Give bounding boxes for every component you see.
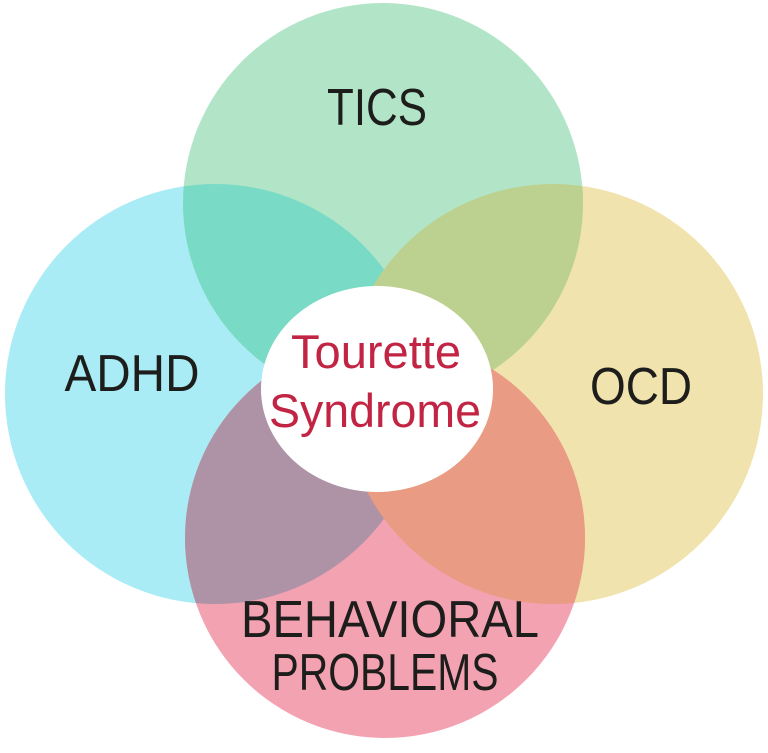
behavioral-problems-label-line2: PROBLEMS: [272, 644, 499, 702]
tics-label: TICS: [327, 79, 427, 137]
adhd-label: ADHD: [65, 345, 200, 403]
center-circle: [261, 286, 493, 492]
center-title-line2: Syndrome: [269, 384, 481, 437]
behavioral-problems-label-line1: BEHAVIORAL: [241, 591, 539, 649]
ocd-label: OCD: [590, 358, 692, 416]
center-title-line1: Tourette: [291, 325, 461, 378]
